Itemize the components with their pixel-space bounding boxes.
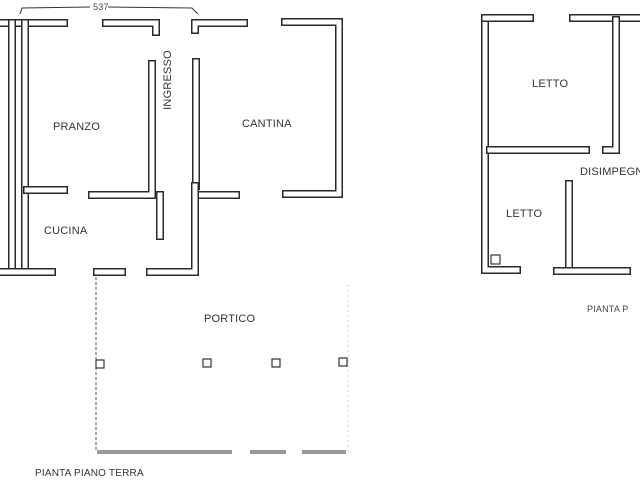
- walls: [0, 14, 640, 276]
- room-label-disimpegno: DISIMPEGNO: [580, 166, 640, 178]
- room-label-cantina: CANTINA: [242, 118, 292, 130]
- wall-segment: [481, 14, 521, 274]
- wall-segment: [147, 183, 198, 275]
- wall-segment: [103, 20, 159, 35]
- room-label-ingresso: INGRESSO: [161, 50, 174, 110]
- dimension-line: [19, 6, 199, 15]
- column: [95, 359, 105, 369]
- room-label-pranzo: PRANZO: [53, 121, 101, 133]
- column: [490, 254, 501, 265]
- column: [271, 358, 281, 368]
- wall-segment: [482, 15, 520, 273]
- ground-floor-title: PIANTA PIANO TERRA: [35, 468, 144, 479]
- wall-segment: [89, 61, 155, 198]
- wall-segment: [281, 18, 343, 198]
- room-label-portico: PORTICO: [204, 313, 256, 325]
- wall-segment: [603, 17, 619, 153]
- upper-floor-title: PIANTA P: [587, 304, 629, 314]
- column: [338, 357, 348, 367]
- room-label-letto-2: LETTO: [506, 208, 543, 220]
- wall-segment: [282, 19, 342, 197]
- dimension-label: 537: [93, 2, 109, 12]
- column: [202, 358, 212, 368]
- room-label-letto-1: LETTO: [532, 78, 569, 90]
- wall-segment: [192, 20, 247, 33]
- wall-segment: [88, 60, 156, 199]
- room-label-cucina: CUCINA: [44, 225, 88, 237]
- portico-columns: [95, 254, 501, 369]
- portico-outline: [95, 277, 349, 454]
